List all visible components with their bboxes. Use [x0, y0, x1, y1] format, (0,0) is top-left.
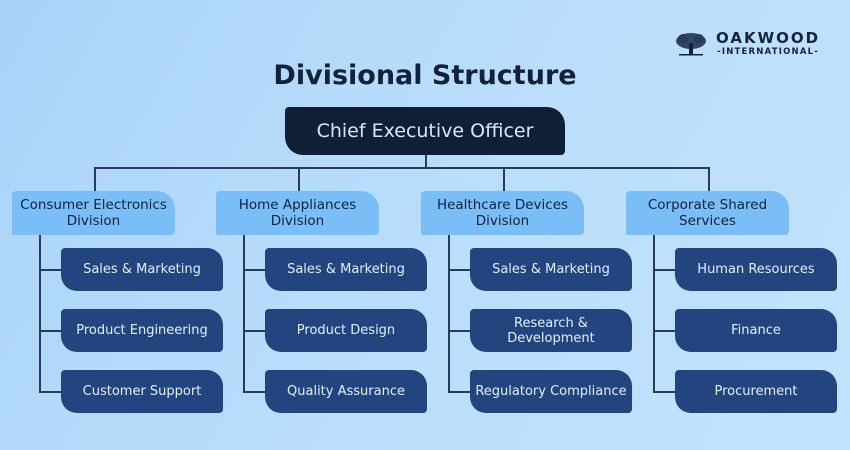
connector-line	[503, 167, 505, 191]
unit-box: Finance	[675, 309, 837, 352]
connector-line	[448, 269, 470, 271]
company-logo: OAKWOOD -INTERNATIONAL-	[674, 30, 820, 58]
unit-box: Sales & Marketing	[470, 248, 632, 291]
unit-box: Sales & Marketing	[265, 248, 427, 291]
ceo-box: Chief Executive Officer	[285, 107, 565, 155]
unit-box: Procurement	[675, 370, 837, 413]
logo-subtitle: -INTERNATIONAL-	[717, 47, 819, 57]
connector-line	[448, 235, 450, 392]
unit-box: Product Engineering	[61, 309, 223, 352]
division-box: Home Appliances Division	[216, 191, 379, 235]
connector-line	[448, 330, 470, 332]
connector-line	[653, 330, 675, 332]
connector-line	[653, 235, 655, 392]
unit-box: Customer Support	[61, 370, 223, 413]
unit-box: Quality Assurance	[265, 370, 427, 413]
division-box: Corporate Shared Services	[626, 191, 789, 235]
oak-tree-icon	[676, 33, 706, 56]
connector-line	[94, 167, 708, 169]
connector-line	[39, 235, 41, 392]
connector-line	[448, 391, 470, 393]
connector-line	[243, 269, 265, 271]
connector-line	[39, 330, 61, 332]
connector-line	[243, 330, 265, 332]
connector-line	[653, 269, 675, 271]
connector-line	[298, 167, 300, 191]
logo-name: OAKWOOD	[716, 29, 821, 47]
unit-box: Product Design	[265, 309, 427, 352]
connector-line	[708, 167, 710, 191]
connector-line	[39, 391, 61, 393]
connector-line	[39, 269, 61, 271]
division-box: Healthcare Devices Division	[421, 191, 584, 235]
connector-line	[243, 391, 265, 393]
page-title: Divisional Structure	[273, 60, 577, 91]
connector-line	[653, 391, 675, 393]
division-box: Consumer Electronics Division	[12, 191, 175, 235]
connector-line	[425, 155, 427, 168]
unit-box: Research & Development	[470, 309, 632, 352]
connector-line	[243, 235, 245, 392]
unit-box: Sales & Marketing	[61, 248, 223, 291]
unit-box: Human Resources	[675, 248, 837, 291]
connector-line	[94, 167, 96, 191]
unit-box: Regulatory Compliance	[470, 370, 632, 413]
